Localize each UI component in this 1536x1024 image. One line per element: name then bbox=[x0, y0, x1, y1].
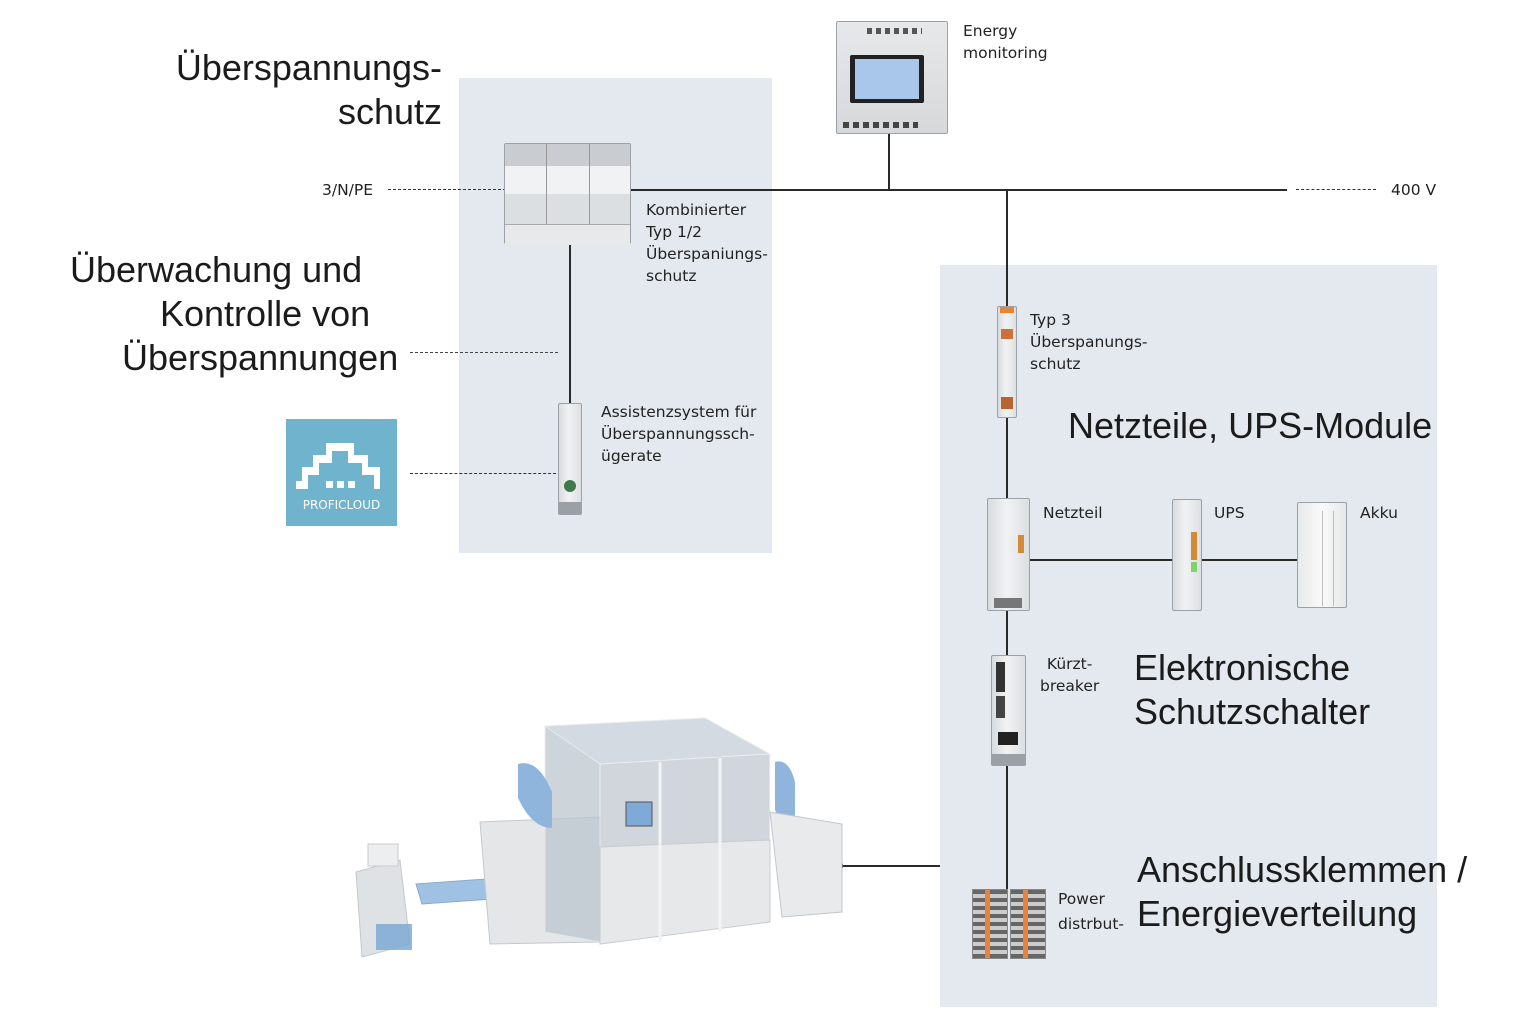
bus-dashed-right bbox=[1296, 189, 1376, 190]
ups-device bbox=[1172, 499, 1202, 611]
spd-terminal bbox=[1001, 397, 1013, 409]
energy-meter-device bbox=[836, 21, 948, 134]
label-line: distrbut- bbox=[1058, 915, 1125, 933]
heading-line: Elektronische bbox=[1134, 647, 1351, 688]
line-spd-to-assist bbox=[569, 244, 571, 404]
energy-meter-terminals-bottom bbox=[843, 122, 918, 128]
combined-spd-device bbox=[504, 143, 631, 245]
proficloud-label: PROFICLOUD bbox=[302, 498, 381, 512]
label-assist-system: Assistenzsystem für Überspannungssch- üg… bbox=[601, 401, 756, 467]
breaker-slot bbox=[996, 662, 1005, 692]
label-line: schutz bbox=[1030, 355, 1081, 373]
battery-device bbox=[1297, 502, 1347, 608]
battery-divider bbox=[1322, 511, 1323, 606]
spd-top-terminals bbox=[505, 144, 630, 166]
spd-top-accent bbox=[1000, 307, 1014, 313]
label-type3-spd: Typ 3 Überspanungs- schutz bbox=[1030, 309, 1147, 375]
bus-label-3npe: 3/N/PE bbox=[322, 181, 374, 199]
ups-led bbox=[1191, 562, 1197, 572]
cloud-icon bbox=[296, 443, 380, 489]
type3-spd-device bbox=[997, 306, 1017, 418]
label-line: Überspaniungs- bbox=[646, 245, 768, 263]
heading-power-supplies: Netzteile, UPS-Module bbox=[1068, 405, 1433, 446]
power-distribution-device bbox=[972, 889, 1047, 959]
heading-surge-protection: Überspannungs- schutz bbox=[160, 46, 442, 134]
bus-line-main bbox=[630, 189, 1287, 191]
heading-terminal-blocks: Anschlussklemmen / Energieverteilung bbox=[1137, 848, 1467, 936]
label-line: schutz bbox=[646, 267, 697, 285]
label-line: Typ 1/2 bbox=[646, 223, 702, 241]
breaker-slot bbox=[996, 696, 1005, 718]
heading-monitoring: Überwachung und Kontrolle von Überspannu… bbox=[60, 248, 398, 380]
bus-label-400v: 400 V bbox=[1391, 181, 1437, 199]
line-energy-monitor bbox=[888, 133, 890, 190]
label-line: Typ 3 bbox=[1030, 311, 1071, 329]
label-line: Power bbox=[1058, 890, 1105, 908]
heading-line: schutz bbox=[337, 91, 442, 132]
label-battery: Akku bbox=[1360, 504, 1398, 522]
psu-base bbox=[994, 598, 1022, 608]
label-ups: UPS bbox=[1214, 504, 1245, 522]
breaker-connector bbox=[998, 732, 1018, 745]
bus-dashed-left bbox=[388, 189, 506, 190]
spd-divider bbox=[546, 144, 547, 224]
breaker-base bbox=[992, 754, 1025, 765]
spd-base bbox=[505, 224, 630, 245]
label-circuit-breaker: Kürzt- breaker bbox=[1040, 653, 1099, 697]
label-line: Kürzt- bbox=[1046, 655, 1093, 673]
ups-bar bbox=[1191, 532, 1197, 560]
circuit-breaker-device bbox=[991, 655, 1026, 766]
label-line: ügerate bbox=[601, 447, 662, 465]
label-energy-monitoring: Energy monitoring bbox=[963, 20, 1048, 64]
label-line: monitoring bbox=[963, 44, 1048, 62]
label-line: Überspannungssch- bbox=[601, 425, 755, 443]
heading-line: Schutzschalter bbox=[1134, 691, 1371, 732]
heading-electronic-breakers: Elektronische Schutzschalter bbox=[1134, 646, 1370, 734]
production-machine-illustration bbox=[355, 717, 843, 958]
assist-system-device bbox=[558, 403, 582, 515]
lcd-display bbox=[855, 59, 919, 99]
battery-divider bbox=[1333, 511, 1334, 606]
terminal-block bbox=[972, 889, 1008, 959]
label-power-supply: Netzteil bbox=[1043, 504, 1103, 522]
label-line: Kombinierter bbox=[646, 201, 747, 219]
heading-line: Überspannungs- bbox=[175, 47, 442, 88]
label-line: Überspanungs- bbox=[1030, 333, 1148, 351]
label-line: breaker bbox=[1040, 677, 1100, 695]
power-distribution-panel bbox=[940, 265, 1437, 1007]
status-led bbox=[564, 480, 576, 492]
heading-line: Überwachung und bbox=[70, 249, 363, 290]
terminal-block bbox=[1010, 889, 1046, 959]
line-psu-ups-akku bbox=[1030, 559, 1300, 561]
spd-indicator-strip bbox=[505, 166, 630, 194]
power-supply-device bbox=[987, 498, 1030, 611]
heading-line: Kontrolle von bbox=[160, 293, 371, 334]
psu-indicator bbox=[1018, 535, 1024, 553]
heading-line: Anschlussklemmen / bbox=[1137, 849, 1468, 890]
dashed-monitoring bbox=[410, 352, 558, 353]
heading-line: Energieverteilung bbox=[1137, 893, 1418, 934]
spd-divider bbox=[589, 144, 590, 224]
proficloud-tile[interactable]: PROFICLOUD bbox=[286, 419, 397, 526]
label-combined-spd: Kombinierter Typ 1/2 Überspaniungs- schu… bbox=[646, 199, 768, 287]
label-line: Energy bbox=[963, 22, 1018, 40]
label-line: Assistenzsystem für bbox=[601, 403, 757, 421]
energy-meter-screen bbox=[850, 55, 924, 103]
device-base bbox=[559, 502, 581, 514]
terminal-stripe bbox=[985, 890, 990, 958]
dashed-cloud bbox=[410, 473, 556, 474]
heading-line: Überspannungen bbox=[122, 337, 399, 378]
label-power-distribution: Power distrbut- bbox=[1058, 887, 1124, 937]
spd-indicator bbox=[1001, 329, 1013, 339]
line-machine-connection bbox=[836, 865, 940, 867]
terminal-stripe bbox=[1023, 890, 1028, 958]
energy-meter-terminals-top bbox=[867, 28, 922, 34]
